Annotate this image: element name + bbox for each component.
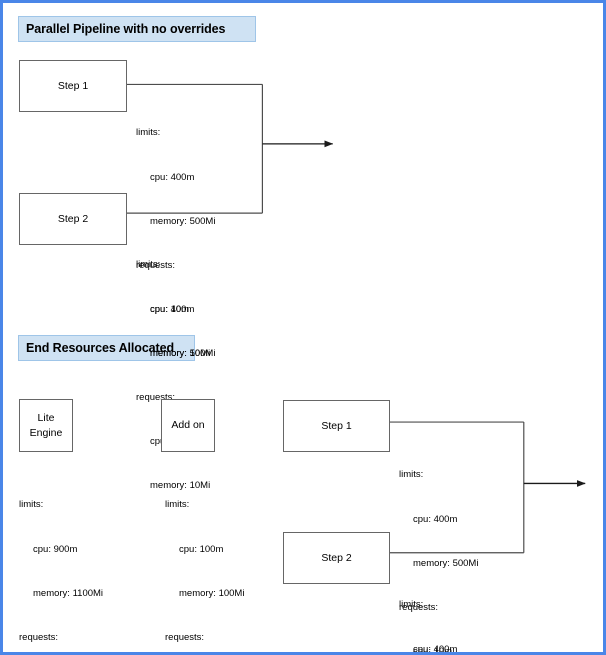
limits-label: limits: — [136, 127, 161, 139]
node-bottom-step-2[interactable]: Step 2 — [283, 532, 390, 584]
resources-top-step-1: limits: cpu: 400m memory: 500Mi requests… — [136, 97, 215, 391]
limits-cpu: cpu: 400m — [150, 171, 195, 183]
requests-label: requests: — [136, 391, 176, 403]
limits-cpu: cpu: 400m — [413, 643, 458, 655]
limits-memory: memory: 500Mi — [413, 557, 479, 569]
limits-cpu: cpu: 400m — [150, 303, 195, 315]
limits-label: limits: — [165, 499, 190, 511]
requests-label: requests: — [19, 631, 59, 643]
resources-bottom-step-2: limits: cpu: 400m memory: 500Mi requests… — [399, 569, 478, 655]
limits-cpu: cpu: 100m — [179, 543, 224, 555]
limits-label: limits: — [399, 469, 424, 481]
node-top-step-1[interactable]: Step 1 — [19, 60, 127, 112]
limits-label: limits: — [399, 599, 424, 611]
resources-bottom-step-1: limits: cpu: 400m memory: 500Mi requests… — [399, 439, 479, 655]
limits-memory: memory: 1100Mi — [33, 587, 104, 599]
limits-cpu: cpu: 400m — [413, 513, 458, 525]
requests-memory: memory: 10Mi — [150, 480, 211, 492]
requests-cpu: cpu: 10m — [413, 646, 453, 655]
limits-label: limits: — [19, 499, 44, 511]
limits-cpu: cpu: 900m — [33, 543, 78, 555]
requests-label: requests: — [399, 601, 439, 613]
limits-memory: memory: 500Mi — [150, 347, 216, 359]
requests-cpu: cpu: 10m — [150, 304, 190, 316]
limits-memory: memory: 100Mi — [179, 587, 245, 599]
section-title-end-resources: End Resources Allocated — [18, 335, 195, 361]
node-top-step-2[interactable]: Step 2 — [19, 193, 127, 245]
limits-label: limits: — [136, 259, 161, 271]
resources-add-on: limits: cpu: 100m memory: 100Mi requests… — [165, 469, 245, 652]
limits-memory: memory: 500Mi — [150, 215, 216, 227]
resources-lite-engine: limits: cpu: 900m memory: 1100Mi request… — [19, 469, 104, 652]
node-bottom-step-1[interactable]: Step 1 — [283, 400, 390, 452]
section-title-parallel-pipeline: Parallel Pipeline with no overrides — [18, 16, 256, 42]
requests-memory: memory: 10Mi — [150, 348, 211, 360]
requests-label: requests: — [136, 259, 176, 271]
requests-label: requests: — [165, 631, 205, 643]
node-add-on[interactable]: Add on — [161, 399, 215, 452]
